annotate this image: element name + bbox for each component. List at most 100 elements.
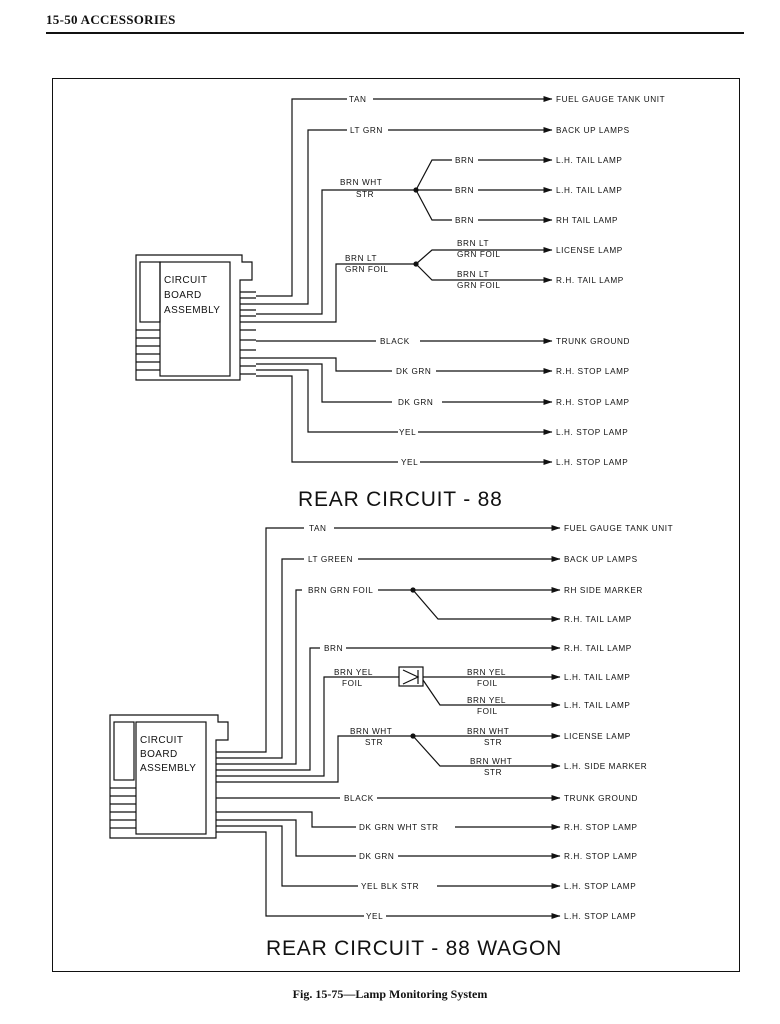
destination-label: R.H. TAIL LAMP [564,644,632,653]
wire-brn-yel-foil-2 [232,676,399,777]
figure-frame [52,78,740,972]
destination-label: L.H. TAIL LAMP [564,673,631,682]
header-rule [46,32,744,34]
wire-label: FOIL [477,707,498,716]
wire-label: YEL [366,912,383,921]
wire-label: DK GRN WHT STR [359,823,439,832]
wire-label: BRN YEL [467,696,506,705]
wire-yel-blk-str-2 [232,825,358,887]
module-label-line-2: BOARD [164,290,202,301]
destination-label: L.H. STOP LAMP [556,428,628,437]
wire-label: FOIL [477,679,498,688]
wire-label: BRN [455,216,474,225]
module-label-line-2: BOARD [140,749,178,760]
wire-label: BRN WHT [467,727,509,736]
destination-label: FUEL GAUGE TANK UNIT [556,95,665,104]
destination-label: FUEL GAUGE TANK UNIT [564,524,673,533]
destination-label: TRUNK GROUND [564,794,638,803]
wire-dk-grn-1b [256,363,392,403]
wire-label: FOIL [342,679,363,688]
wire-label: BRN YEL [334,668,373,677]
wire-label: DK GRN [359,852,394,861]
wire-label: STR [484,738,502,747]
wire-label: GRN FOIL [457,281,500,290]
destination-label: L.H. TAIL LAMP [564,701,631,710]
destination-label: L.H. TAIL LAMP [556,156,623,165]
diagram-rear-circuit-88-wagon: CIRCUIT BOARD ASSEMBLY TAN L [109,524,673,960]
wire-yel-1b [256,375,398,463]
wire-label: BLACK [344,794,374,803]
destination-label: TRUNK GROUND [556,337,630,346]
wire-label: BRN [455,156,474,165]
module-label-line-3: ASSEMBLY [140,763,196,774]
wire-label: DK GRN [396,367,431,376]
wire-lt-green-2 [232,558,304,759]
wire-label: STR [356,190,374,199]
wire-label: BRN LT [345,254,377,263]
diagram-rear-circuit-88: CIRCUIT BOARD ASSEMBLY TAN LT GRN [135,95,665,511]
wire-dk-grn-1a [256,357,392,372]
destination-label: LICENSE LAMP [556,246,623,255]
wire-label: BRN GRN FOIL [308,586,373,595]
wire-label: STR [365,738,383,747]
wire-brn-wht-str-1 [256,189,416,315]
wire-tan-2 [232,527,304,753]
destination-label: R.H. STOP LAMP [564,823,638,832]
wire-brn-2 [232,647,320,771]
destination-label: L.H. STOP LAMP [556,458,628,467]
wire-label: BRN YEL [467,668,506,677]
wire-yel-2 [232,831,364,917]
wire-label: GRN FOIL [345,265,388,274]
wire-label: BLACK [380,337,410,346]
destination-label: RH SIDE MARKER [564,586,643,595]
wire-label: BRN WHT [470,757,512,766]
wire-label: BRN [455,186,474,195]
wire-label: BRN WHT [350,727,392,736]
destination-label: R.H. STOP LAMP [556,367,630,376]
destination-label: BACK UP LAMPS [556,126,630,135]
wire-tan-1 [256,98,347,297]
destination-label: L.H. SIDE MARKER [564,762,647,771]
destination-label: R.H. TAIL LAMP [556,276,624,285]
wire-label: GRN FOIL [457,250,500,259]
wire-label: YEL BLK STR [361,882,419,891]
diagram-title: REAR CIRCUIT - 88 [298,488,503,511]
destination-label: R.H. STOP LAMP [564,852,638,861]
diagram-title: REAR CIRCUIT - 88 WAGON [266,937,562,960]
wire-label: BRN LT [457,239,489,248]
wire-label: STR [484,768,502,777]
module-label-line-1: CIRCUIT [140,735,183,746]
wire-label: LT GRN [350,126,383,135]
wire-label: BRN [324,644,343,653]
wire-label: DK GRN [398,398,433,407]
module-label-line-1: CIRCUIT [164,275,207,286]
wire-label: YEL [399,428,416,437]
wire-label: TAN [349,95,367,104]
destination-label: L.H. TAIL LAMP [556,186,623,195]
wire-label: BRN WHT [340,178,382,187]
wire-lt-grn-1 [256,129,347,305]
module-label-line-3: ASSEMBLY [164,305,220,316]
destination-label: LICENSE LAMP [564,732,631,741]
destination-label: R.H. STOP LAMP [556,398,630,407]
figure-caption: Fig. 15-75—Lamp Monitoring System [292,987,488,1001]
wire-brn-lt-grn-foil-1 [256,263,416,323]
destination-label: L.H. STOP LAMP [564,912,636,921]
wire-label: LT GREEN [308,555,353,564]
circuit-board-module-1: CIRCUIT BOARD ASSEMBLY [135,254,256,381]
wire-brn-grn-foil-2 [232,589,302,765]
destination-label: L.H. STOP LAMP [564,882,636,891]
wire-label: TAN [309,524,327,533]
page-header: 15-50 ACCESSORIES [46,12,176,27]
wire-label: BRN LT [457,270,489,279]
diode-block [398,666,424,687]
circuit-board-module-2: CIRCUIT BOARD ASSEMBLY [109,714,232,839]
destination-label: RH TAIL LAMP [556,216,618,225]
wire-yel-1a [256,369,398,433]
destination-label: BACK UP LAMPS [564,555,638,564]
wire-brn-wht-str-2 [232,735,413,783]
destination-label: R.H. TAIL LAMP [564,615,632,624]
wire-label: YEL [401,458,418,467]
wire-dk-grn-wht-str-2 [232,811,356,828]
